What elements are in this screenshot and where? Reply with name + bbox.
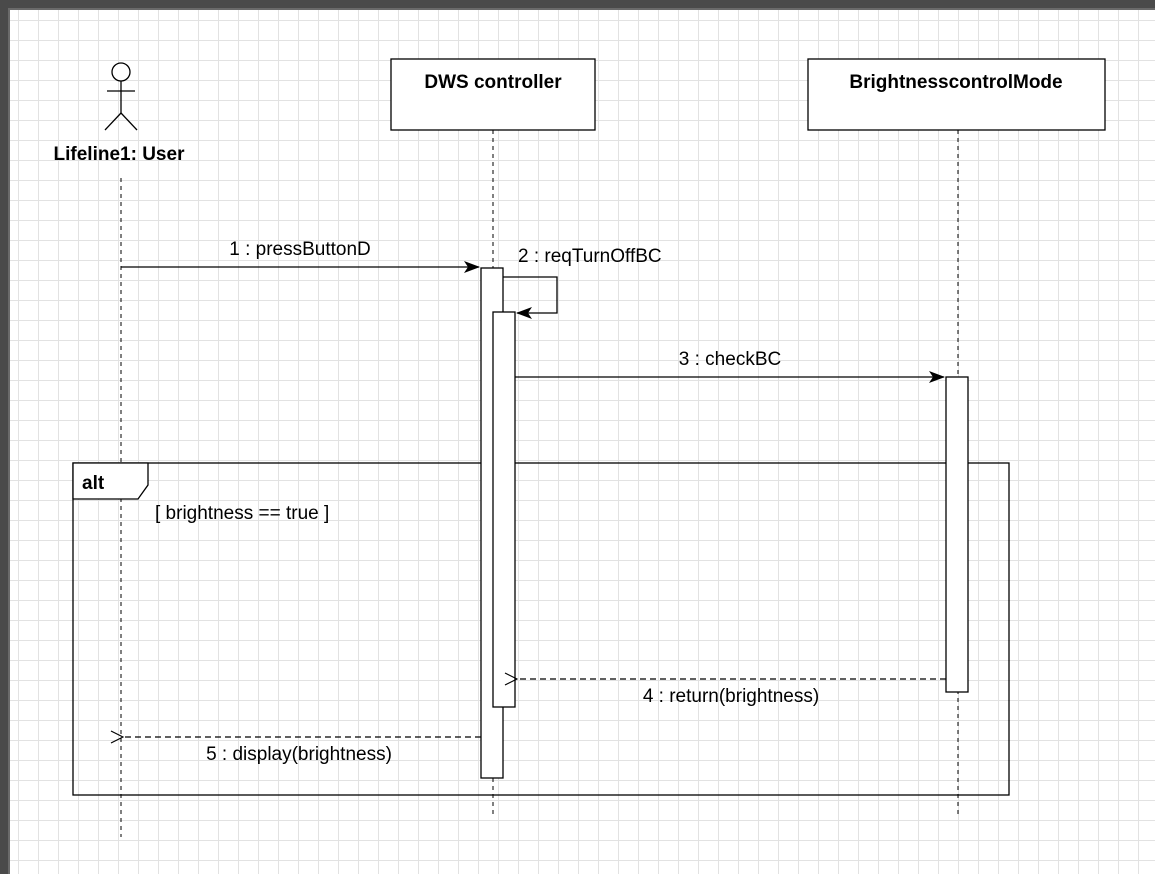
message-2-label: 2 : reqTurnOffBC — [518, 246, 662, 267]
diagram-canvas: Lifeline1: User DWS controller Brightnes… — [8, 8, 1155, 874]
lifeline-header-dws-controller[interactable]: DWS controller — [390, 58, 596, 131]
message-1[interactable]: 1 : pressButtonD — [121, 239, 480, 273]
message-5-label: 5 : display(brightness) — [206, 744, 392, 765]
message-3-label: 3 : checkBC — [679, 349, 781, 370]
message-1-label: 1 : pressButtonD — [229, 239, 371, 260]
message-5[interactable]: 5 : display(brightness) — [123, 737, 481, 765]
message-4[interactable]: 4 : return(brightness) — [517, 679, 946, 707]
lifeline-label-dws-controller: DWS controller — [424, 72, 562, 93]
sequence-diagram: Lifeline1: User DWS controller Brightnes… — [54, 58, 1106, 837]
message-3[interactable]: 3 : checkBC — [515, 349, 945, 383]
lifeline-label-brightnesscontrolmode: BrightnesscontrolMode — [849, 72, 1062, 93]
alt-fragment[interactable]: alt [ brightness == true ] — [72, 462, 1010, 796]
activation-bar-brightnesscontrolmode[interactable] — [945, 376, 969, 693]
actor-label: Lifeline1: User — [54, 144, 186, 165]
stick-figure-icon[interactable] — [104, 62, 138, 131]
activation-bar-dws-inner[interactable] — [492, 311, 516, 708]
message-2[interactable]: 2 : reqTurnOffBC — [503, 246, 662, 319]
alt-operator-label: alt — [82, 473, 105, 494]
message-4-label: 4 : return(brightness) — [643, 686, 819, 707]
alt-fragment-tab — [72, 462, 149, 500]
alt-guard-label: [ brightness == true ] — [155, 503, 329, 524]
lifeline-header-brightnesscontrolmode[interactable]: BrightnesscontrolMode — [807, 58, 1106, 131]
